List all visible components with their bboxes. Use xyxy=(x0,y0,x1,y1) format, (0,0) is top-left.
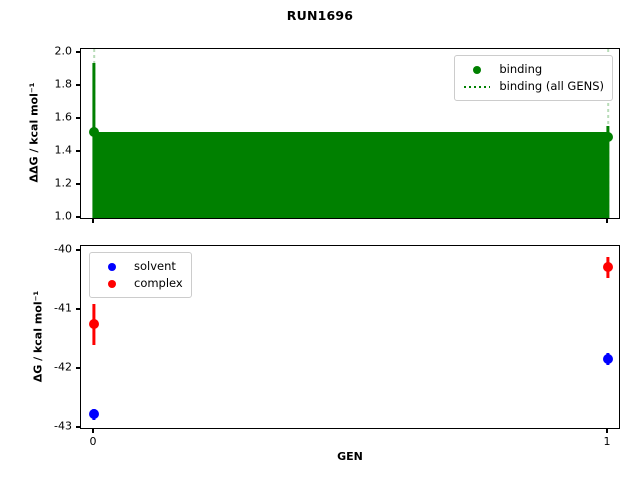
errorbar-binding-gen0 xyxy=(92,63,96,218)
legend-label: binding xyxy=(499,61,543,76)
xtick-label: 1 xyxy=(603,435,611,448)
data-point-solvent-gen0[interactable] xyxy=(89,409,99,419)
x-axis-label: GEN xyxy=(337,450,363,463)
data-point-binding-gen1[interactable] xyxy=(603,132,613,142)
bottom-panel-plot-area: solvent complex xyxy=(81,246,619,428)
ytick-label: 1.4 xyxy=(54,143,73,157)
data-point-binding-gen0[interactable] xyxy=(89,127,99,137)
xtick-label: 0 xyxy=(89,435,97,448)
top-panel-xtick-marks xyxy=(80,219,620,241)
legend-marker-dot-icon xyxy=(97,262,127,271)
ytick-label: -43 xyxy=(54,419,72,433)
data-point-solvent-gen1[interactable] xyxy=(603,354,613,364)
legend-entry-complex[interactable]: complex xyxy=(97,275,183,292)
legend-marker-dot-icon xyxy=(97,279,127,288)
legend-label: solvent xyxy=(134,258,176,273)
top-panel-plot-area: binding binding (all GENS) xyxy=(81,49,619,218)
legend-entry-binding[interactable]: binding xyxy=(462,61,604,78)
legend-marker-dot-icon xyxy=(462,65,492,74)
bottom-panel-ytick-labels: -40 -41 -42 -43 xyxy=(26,242,72,433)
bottom-panel-xtick-marks: 0 1 xyxy=(80,429,620,451)
ytick-label: 1.6 xyxy=(54,110,73,124)
legend-dotted-line-icon xyxy=(462,85,492,88)
legend-entry-binding-all-gens[interactable]: binding (all GENS) xyxy=(462,78,604,95)
ytick-label: -41 xyxy=(54,301,72,315)
bottom-panel-legend[interactable]: solvent complex xyxy=(89,252,192,298)
top-panel-legend[interactable]: binding binding (all GENS) xyxy=(454,55,613,101)
top-panel-axes: binding binding (all GENS) xyxy=(80,48,620,219)
ytick-label: -42 xyxy=(54,360,72,374)
binding-mean-line xyxy=(94,132,608,134)
top-panel-ytick-labels: 2.0 1.8 1.6 1.4 1.2 1.0 xyxy=(26,44,73,223)
ytick-label: -40 xyxy=(54,242,72,256)
ytick-label: 1.2 xyxy=(54,176,73,190)
bottom-panel-axes: solvent complex xyxy=(80,245,620,429)
data-point-complex-gen0[interactable] xyxy=(89,319,99,329)
ytick-label: 2.0 xyxy=(54,44,73,58)
legend-label: binding (all GENS) xyxy=(499,78,604,93)
legend-label: complex xyxy=(134,275,183,290)
data-point-complex-gen1[interactable] xyxy=(603,262,613,272)
ytick-label: 1.8 xyxy=(54,77,73,91)
binding-confidence-band-lower xyxy=(94,174,608,218)
page-title: RUN1696 xyxy=(286,8,354,23)
errorbar-binding-gen1 xyxy=(606,126,610,218)
ytick-label: 1.0 xyxy=(54,209,73,223)
legend-entry-solvent[interactable]: solvent xyxy=(97,258,183,275)
